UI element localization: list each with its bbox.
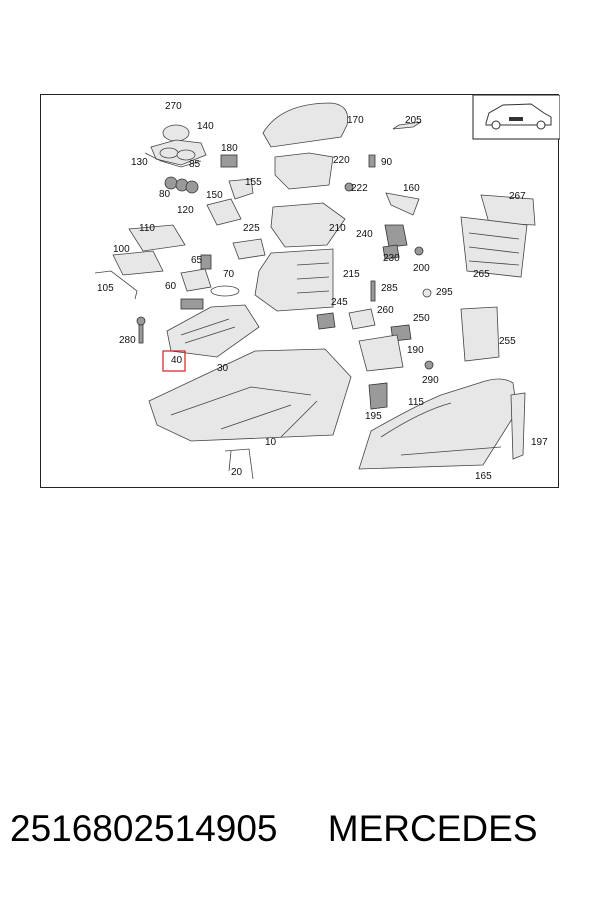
callout-100: 100 xyxy=(113,244,130,255)
callout-105: 105 xyxy=(97,283,114,294)
callout-290: 290 xyxy=(422,375,439,386)
callout-85: 85 xyxy=(189,159,201,170)
callout-230: 230 xyxy=(383,253,400,264)
brand-name: MERCEDES xyxy=(327,808,538,849)
callout-40: 40 xyxy=(171,355,183,366)
callout-195: 195 xyxy=(365,411,382,422)
callout-240: 240 xyxy=(356,229,373,240)
callout-222: 222 xyxy=(351,183,368,194)
callout-80: 80 xyxy=(159,189,171,200)
part-number: 2516802514905 xyxy=(10,808,278,849)
callout-225: 225 xyxy=(243,223,260,234)
callout-255: 255 xyxy=(499,336,516,347)
callout-200: 200 xyxy=(413,263,430,274)
callout-10: 10 xyxy=(265,437,277,448)
vehicle-thumbnail xyxy=(472,95,560,140)
callout-110: 110 xyxy=(139,223,155,234)
callout-120: 120 xyxy=(177,205,194,216)
callout-267: 267 xyxy=(509,191,526,202)
callout-210: 210 xyxy=(329,223,346,234)
callout-60: 60 xyxy=(165,281,177,292)
callout-265: 265 xyxy=(473,269,490,280)
callout-190: 190 xyxy=(407,345,424,356)
callout-115: 115 xyxy=(408,397,424,408)
callout-155: 155 xyxy=(245,177,262,188)
callout-20: 20 xyxy=(231,467,243,478)
callout-245: 245 xyxy=(331,297,348,308)
callout-215: 215 xyxy=(343,269,360,280)
exploded-parts-diagram: 270 140 170 205 130 85 180 90 220 80 155 222 160 267 1… xyxy=(94,95,560,482)
parts-diagram-frame: 270 140 170 205 130 85 180 90 220 80 155 222 160 267 1… xyxy=(40,94,560,488)
callout-70: 70 xyxy=(223,269,235,280)
callout-150: 150 xyxy=(206,190,223,201)
callout-140: 140 xyxy=(197,121,214,132)
callout-220: 220 xyxy=(333,155,350,166)
callout-250: 250 xyxy=(413,313,430,324)
callout-270: 270 xyxy=(165,101,182,112)
car-side-icon xyxy=(485,103,552,130)
callout-260: 260 xyxy=(377,305,394,316)
callout-65: 65 xyxy=(191,255,203,266)
part-shapes xyxy=(94,102,536,480)
callout-labels: 270 140 170 205 130 85 180 90 220 80 155 222 160 267 1… xyxy=(97,101,548,482)
callout-197: 197 xyxy=(531,437,548,448)
callout-90: 90 xyxy=(381,157,393,168)
callout-180: 180 xyxy=(221,143,238,154)
callout-280: 280 xyxy=(119,335,136,346)
callout-165: 165 xyxy=(475,471,492,482)
callout-160: 160 xyxy=(403,183,420,194)
callout-285: 285 xyxy=(381,283,398,294)
callout-170: 170 xyxy=(347,115,364,126)
callout-30: 30 xyxy=(217,363,229,374)
product-caption: 2516802514905 MERCEDES xyxy=(10,808,590,858)
callout-205: 205 xyxy=(405,115,422,126)
callout-295: 295 xyxy=(436,287,453,298)
highlighted-callout-box xyxy=(162,350,186,372)
callout-130: 130 xyxy=(131,157,148,168)
